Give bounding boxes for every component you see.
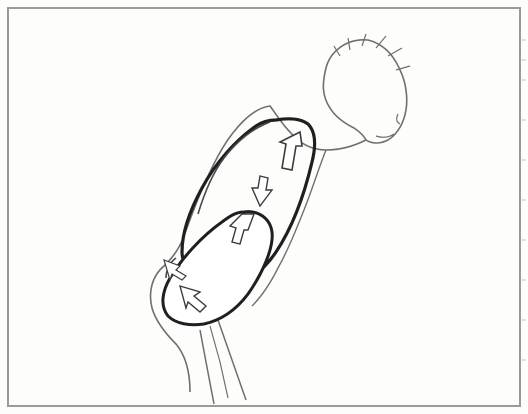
lower-backpack-outline — [163, 212, 272, 325]
leg-inner — [210, 326, 228, 398]
figure-frame — [8, 8, 520, 406]
hair-strands — [334, 34, 410, 70]
down-arrow-icon — [252, 176, 272, 206]
head-outline — [323, 40, 406, 143]
leg-left — [200, 330, 214, 404]
leg-right — [218, 320, 246, 400]
up-arrow-icon — [280, 132, 302, 170]
